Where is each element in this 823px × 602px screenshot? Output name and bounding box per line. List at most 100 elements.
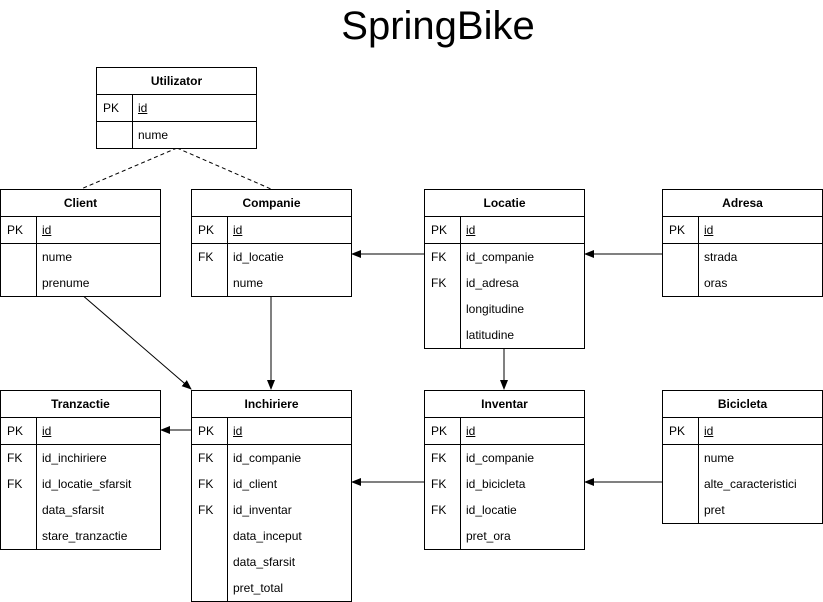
field-cell: id bbox=[704, 424, 714, 438]
entity-header: Inventar bbox=[425, 391, 584, 418]
field-cell: id_client bbox=[233, 477, 278, 491]
field-cell: pret_total bbox=[233, 581, 284, 595]
entity-header: Inchiriere bbox=[192, 391, 351, 418]
key-cell bbox=[192, 549, 228, 575]
field-cell: prenume bbox=[42, 276, 90, 290]
entity-row: pret_ora bbox=[425, 523, 584, 549]
field-cell: id_locatie bbox=[466, 503, 517, 517]
relation-utilizator-client bbox=[80, 147, 178, 190]
entity-row: FK id_companie bbox=[425, 244, 584, 270]
entity-row: alte_caracteristici bbox=[663, 471, 822, 497]
key-cell bbox=[192, 523, 228, 549]
entity-row: PK id bbox=[425, 217, 584, 244]
field-cell: id bbox=[466, 424, 476, 438]
key-cell: FK bbox=[192, 445, 228, 471]
entity-inchiriere[interactable]: Inchiriere PK id FK id_companie FK id_clien… bbox=[191, 390, 352, 602]
entity-row: nume bbox=[1, 244, 160, 270]
key-cell bbox=[663, 471, 699, 497]
key-cell bbox=[425, 296, 461, 322]
entity-row: data_sfarsit bbox=[192, 549, 351, 575]
field-cell: data_sfarsit bbox=[42, 503, 105, 517]
diagram-title: SpringBike bbox=[341, 4, 535, 48]
entity-header: Bicicleta bbox=[663, 391, 822, 418]
key-cell: FK bbox=[425, 244, 461, 270]
field-cell: id bbox=[42, 424, 52, 438]
key-cell bbox=[1, 270, 37, 296]
field-cell: pret_ora bbox=[466, 529, 511, 543]
key-cell: PK bbox=[663, 418, 699, 444]
key-cell bbox=[192, 270, 228, 296]
entity-row: PK id bbox=[425, 418, 584, 445]
field-cell: id bbox=[704, 223, 714, 237]
entity-row: FK id_companie bbox=[425, 445, 584, 471]
key-cell: PK bbox=[425, 217, 461, 243]
field-cell: id bbox=[233, 424, 243, 438]
entity-row: data_sfarsit bbox=[1, 497, 160, 523]
field-cell: id_companie bbox=[233, 451, 302, 465]
field-cell: alte_caracteristici bbox=[704, 477, 797, 491]
key-cell bbox=[1, 523, 37, 549]
key-cell: FK bbox=[425, 445, 461, 471]
key-cell: FK bbox=[192, 497, 228, 523]
field-cell: id_companie bbox=[466, 451, 535, 465]
field-cell: oras bbox=[704, 276, 728, 290]
entity-row: oras bbox=[663, 270, 822, 296]
entity-header: Adresa bbox=[663, 190, 822, 217]
key-cell: PK bbox=[1, 418, 37, 444]
key-cell: FK bbox=[1, 471, 37, 497]
field-cell: stare_tranzactie bbox=[42, 529, 128, 543]
entity-locatie[interactable]: Locatie PK id FK id_companie FK id_adresa l… bbox=[424, 189, 585, 349]
entity-header: Client bbox=[1, 190, 160, 217]
entity-row: PK id bbox=[1, 418, 160, 445]
entity-header: Tranzactie bbox=[1, 391, 160, 418]
entity-row: FK id_client bbox=[192, 471, 351, 497]
key-cell bbox=[1, 244, 37, 270]
field-cell: id_bicicleta bbox=[466, 477, 526, 491]
field-cell: strada bbox=[704, 250, 738, 264]
field-cell: id_locatie bbox=[233, 250, 284, 264]
entity-row: nume bbox=[97, 122, 256, 148]
key-cell: PK bbox=[425, 418, 461, 444]
key-cell bbox=[663, 270, 699, 296]
key-cell: FK bbox=[192, 244, 228, 270]
entity-row: nume bbox=[192, 270, 351, 296]
relation-utilizator-companie bbox=[176, 147, 272, 190]
key-cell bbox=[1, 497, 37, 523]
key-cell bbox=[97, 122, 133, 148]
field-cell: nume bbox=[42, 250, 73, 264]
entity-header: Locatie bbox=[425, 190, 584, 217]
field-cell: nume bbox=[233, 276, 264, 290]
key-cell bbox=[663, 445, 699, 471]
field-cell: id_companie bbox=[466, 250, 535, 264]
entity-row: latitudine bbox=[425, 322, 584, 348]
key-cell: PK bbox=[192, 217, 228, 243]
key-cell: FK bbox=[192, 471, 228, 497]
field-cell: pret bbox=[704, 503, 725, 517]
key-cell bbox=[192, 575, 228, 601]
field-cell: id_adresa bbox=[466, 276, 519, 290]
entity-row: pret_total bbox=[192, 575, 351, 601]
field-cell: id bbox=[466, 223, 476, 237]
key-cell: PK bbox=[192, 418, 228, 444]
field-cell: id bbox=[42, 223, 52, 237]
field-cell: nume bbox=[704, 451, 735, 465]
field-cell: latitudine bbox=[466, 328, 515, 342]
entity-row: FK id_companie bbox=[192, 445, 351, 471]
field-cell: longitudine bbox=[466, 302, 525, 316]
key-cell: PK bbox=[97, 95, 133, 121]
